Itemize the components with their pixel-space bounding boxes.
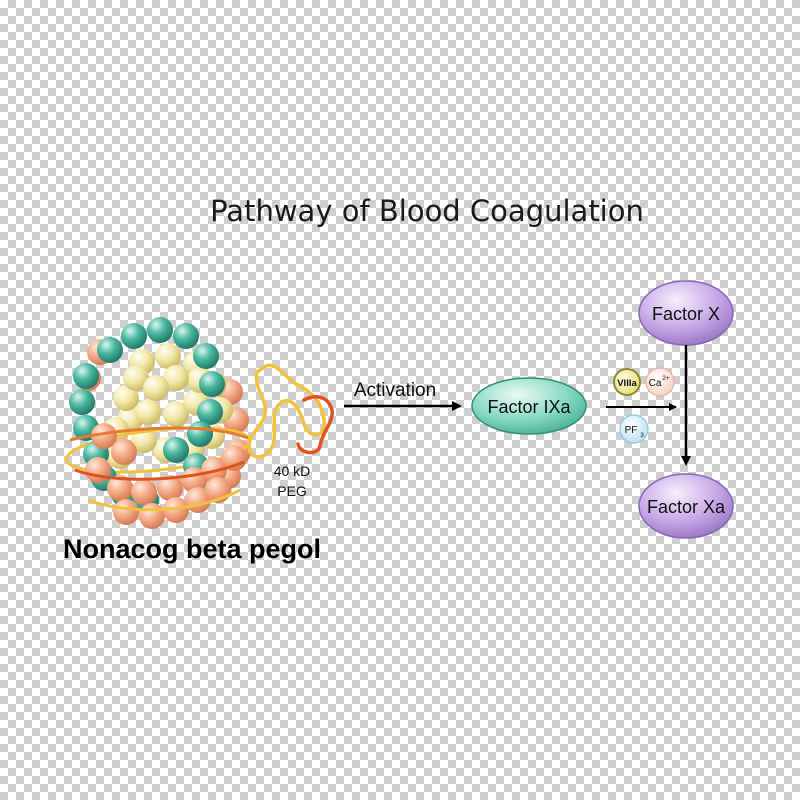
- orange-bead: [111, 439, 137, 465]
- teal-bead: [197, 399, 223, 425]
- teal-bead: [69, 389, 95, 415]
- yellow-bead: [155, 343, 181, 369]
- viiia-label: VIIIa: [617, 378, 637, 389]
- orange-bead: [131, 479, 157, 505]
- activation-label: Activation: [354, 380, 436, 401]
- ribbon-back: [64, 426, 252, 474]
- orange-bead: [85, 457, 111, 483]
- teal-bead: [199, 371, 225, 397]
- teal-bead: [97, 337, 123, 363]
- peg-chain: [247, 363, 334, 459]
- factor-xa-label: Factor Xa: [647, 497, 726, 517]
- factor-ixa-node: Factor IXa: [471, 377, 587, 435]
- orange-bead: [139, 503, 165, 529]
- calcium-superscript: 2+: [662, 375, 670, 382]
- ribbon-front: [69, 426, 249, 512]
- peg-label: PEG: [277, 483, 307, 499]
- orange-bead: [91, 423, 117, 449]
- yellow-bead: [113, 385, 139, 411]
- yellow-bead: [163, 365, 189, 391]
- factor-x-label: Factor X: [652, 304, 720, 324]
- yellow-bead: [123, 365, 149, 391]
- factor-x-node: Factor X: [638, 280, 734, 346]
- factor-ixa-label: Factor IXa: [487, 397, 571, 417]
- teal-bead: [147, 317, 173, 343]
- teal-bead: [73, 363, 99, 389]
- yellow-bead: [143, 375, 169, 401]
- teal-bead: [193, 343, 219, 369]
- orange-bead: [107, 475, 133, 501]
- calcium-label: Ca: [649, 378, 662, 389]
- teal-bead: [187, 421, 213, 447]
- molecule-name: Nonacog beta pegol: [63, 534, 321, 564]
- teal-bead: [163, 437, 189, 463]
- orange-bead: [163, 497, 189, 523]
- diagram-title: Pathway of Blood Coagulation: [210, 194, 644, 228]
- cofactor-viiia: VIIIa: [613, 368, 641, 396]
- orange-bead: [157, 475, 183, 501]
- cofactor-calcium: Ca 2+: [645, 367, 675, 397]
- protein-molecule-illustration: [64, 317, 334, 529]
- yellow-bead: [135, 399, 161, 425]
- cofactor-pf3: PF 3: [619, 414, 649, 444]
- factor-xa-node: Factor Xa: [638, 473, 734, 539]
- teal-bead: [121, 323, 147, 349]
- yellow-bead: [163, 401, 189, 427]
- pf-subscript: 3: [640, 432, 644, 439]
- orange-bead: [113, 499, 139, 525]
- pf-label: PF: [625, 425, 638, 436]
- teal-bead: [173, 323, 199, 349]
- peg-label-size: 40 kD: [274, 463, 311, 479]
